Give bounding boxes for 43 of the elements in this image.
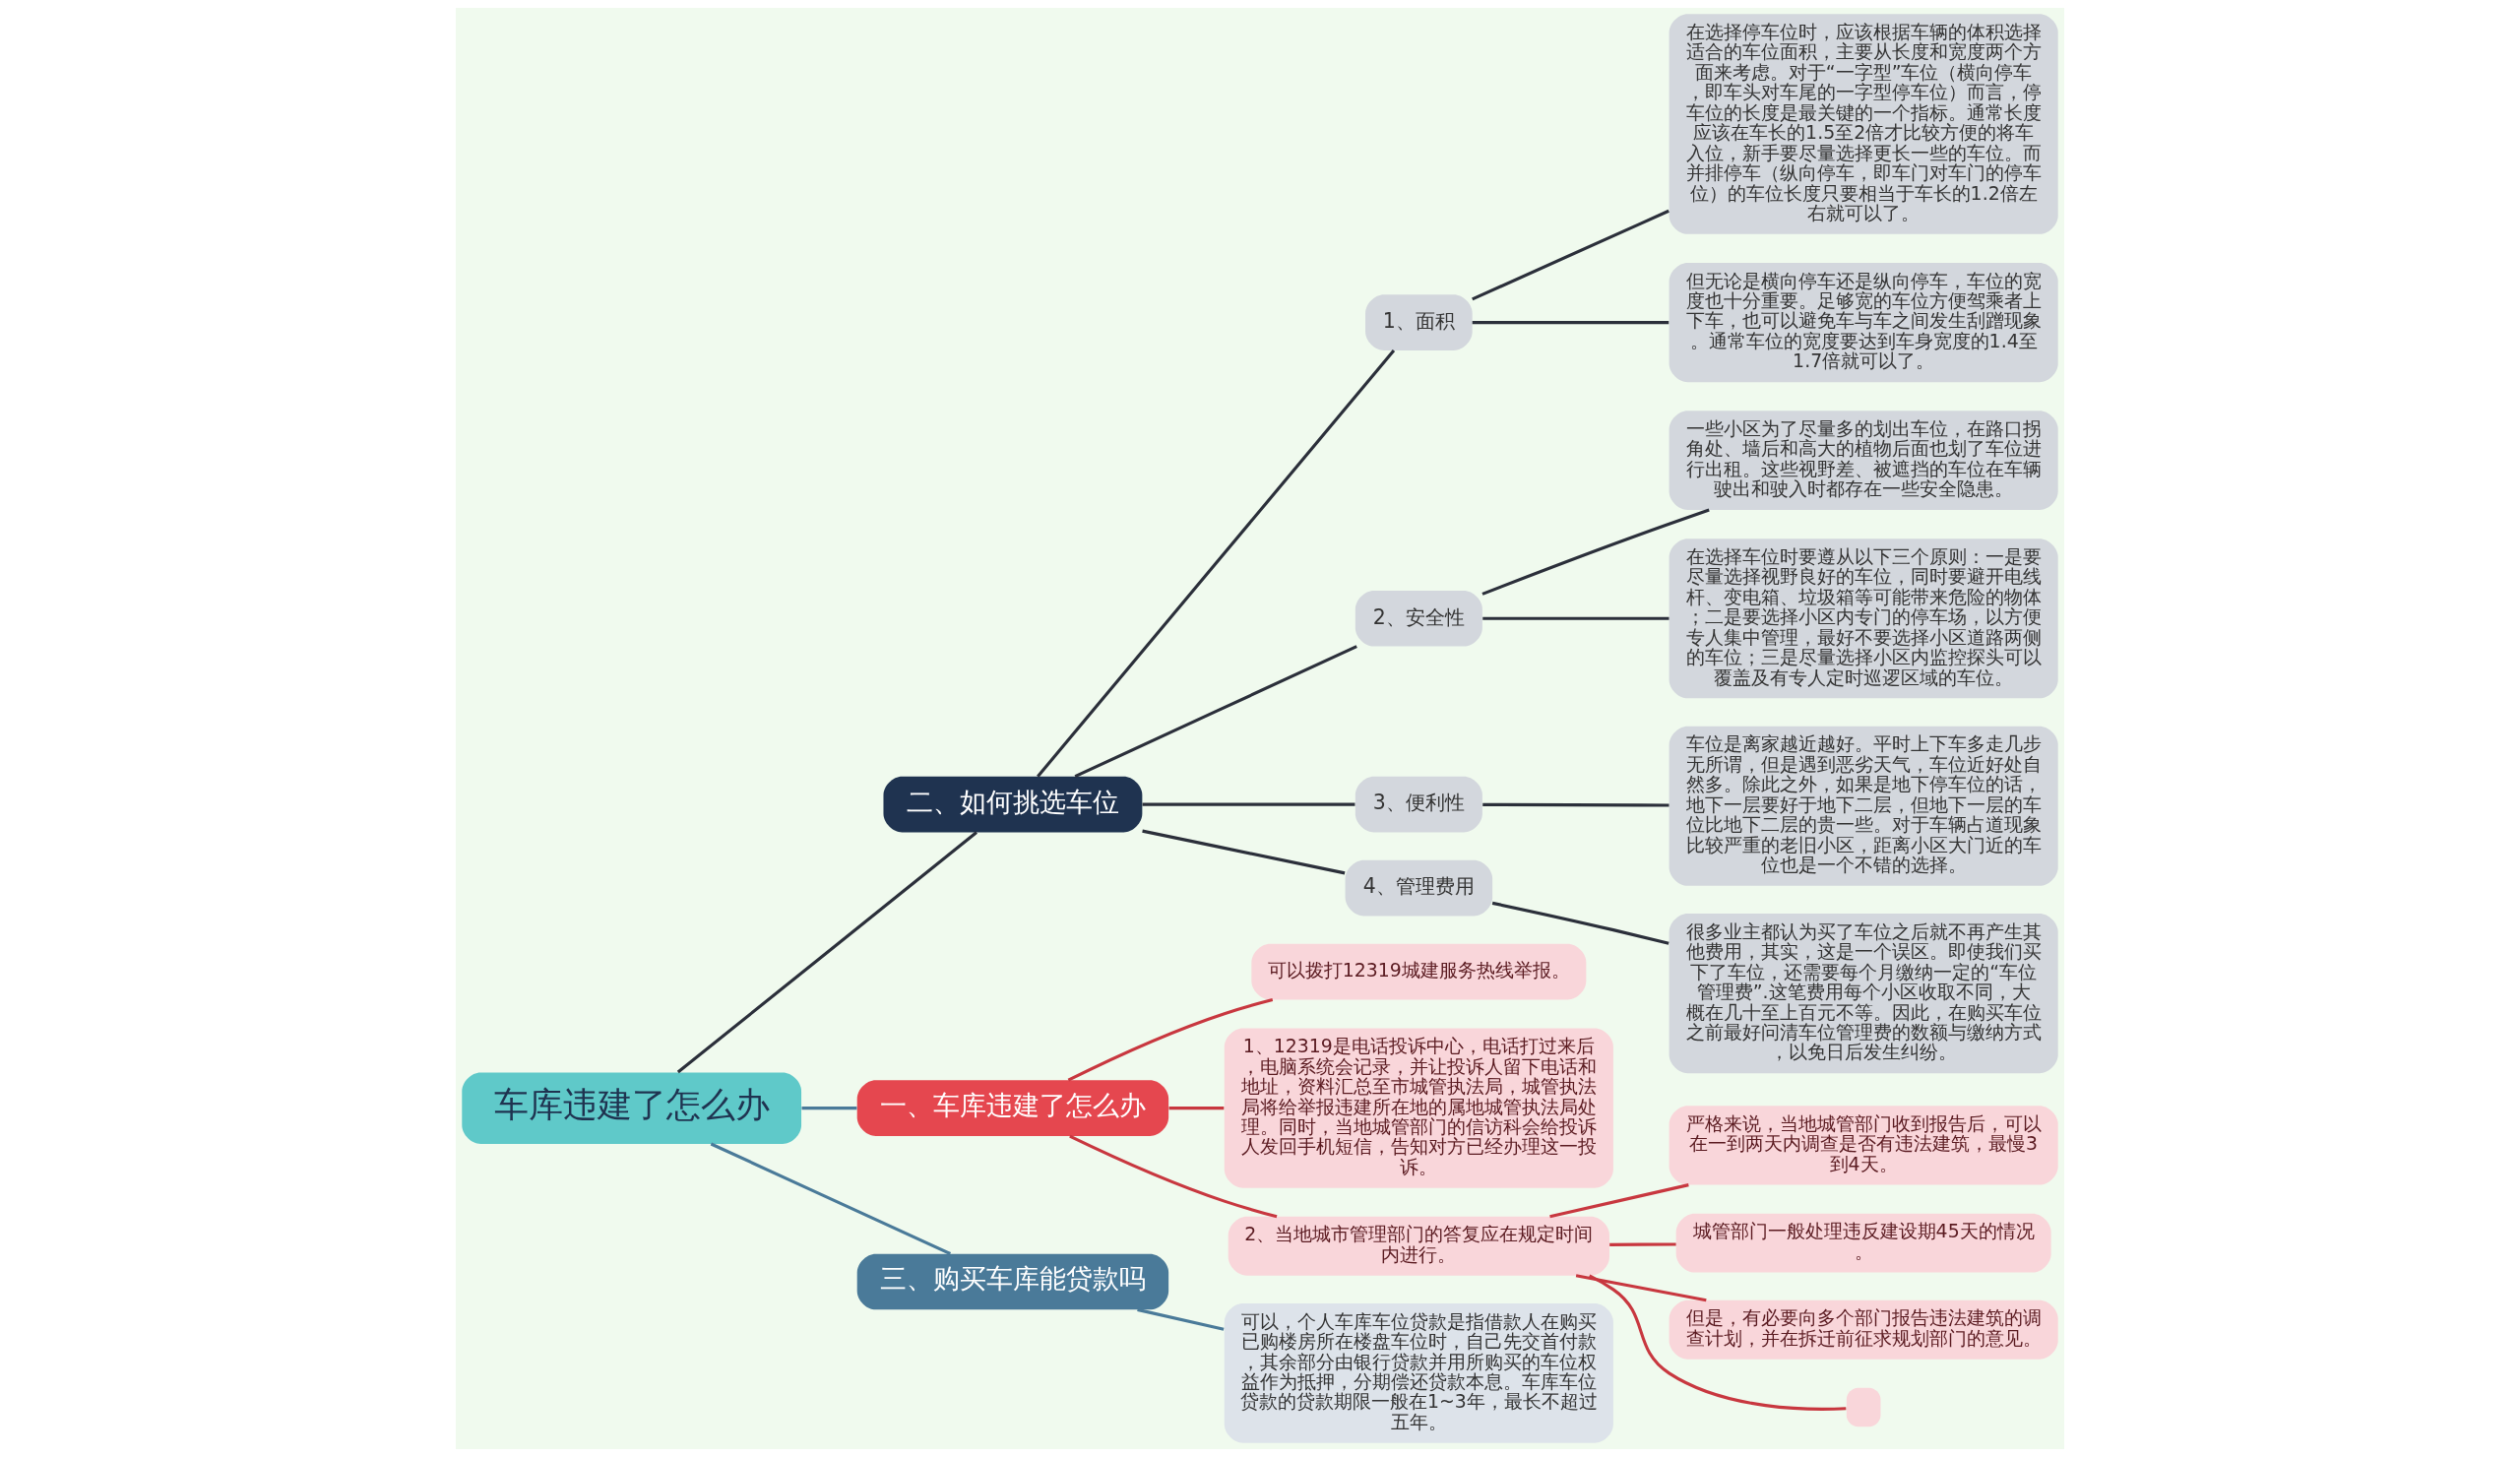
node-box: 城管部门一般处理违反建设期45天的情况。: [1675, 1213, 2051, 1273]
connector: [1482, 802, 1670, 807]
node-box: 在选择车位时要遵从以下三个原则：一是要尽量选择视野良好的车位，同时要避开电线杆、变电箱、垃圾箱等可能带来危险的物体；二是要选择小区内专门的停车场，以方便专人集中管理，最好不要选择小区道路两侧的车位；三是尽量选择小区内监控探头可以覆盖及有专人定时巡逻区域的车位。: [1669, 538, 2058, 699]
node-box: 在选择停车位时，应该根据车辆的体积选择适合的车位面积，主要从长度和宽度两个方面来考虑。对于“一字型”车位（横向停车，即车头对车尾的一字型停车位）而言，停车位的长度是最关键的一个指标。通常长度应该在车长的1.5至2倍才比较方便的将车入位，新手要尽量选择更长一些的车位。而并排停车（纵向停车，即车门对车门的停车位）的车位长度只要相当于车长的1.2倍左右就可以了。: [1669, 14, 2058, 234]
node-box: 3、便利性: [1354, 776, 1482, 833]
node-box: 一些小区为了尽量多的划出车位，在路口拐角处、墙后和高大的植物后面也划了车位进行出租。这些视野差、被遮挡的车位在车辆驶出和驶入时都存在一些安全隐患。: [1669, 411, 2058, 511]
connector: [1142, 829, 1346, 875]
connector: [1137, 1307, 1225, 1331]
connector: [1472, 321, 1670, 325]
connector: [1491, 901, 1670, 945]
node-box: 2、安全性: [1354, 590, 1482, 647]
node-box: 但无论是横向停车还是纵向停车，车位的宽度也十分重要。足够宽的车位方便驾乘者上下车，也可以避免车与车之间发生刮蹭现象。通常车位的宽度要达到车身宽度的1.4至1.7倍就可以了。: [1669, 262, 2058, 383]
connector: [1067, 997, 1274, 1082]
node-box: 1、面积: [1365, 294, 1473, 350]
node-box: 车库违建了怎么办: [462, 1072, 802, 1144]
connector: [1482, 616, 1670, 620]
node-box: 车位是离家越近越好。平时上下车多走几步无所谓，但是遇到恶劣天气，车位近好处自然多。除此之外，如果是地下停车位的话，地下一层要好于地下二层，但地下一层的车位比地下二层的贵一些。对于车辆占道现象比较严重的老旧小区，距离小区大门近的车位也是一个不错的选择。: [1669, 726, 2058, 886]
node-box: 三、购买车库能贷款吗: [856, 1253, 1169, 1310]
connector: [1481, 508, 1710, 596]
node-box: 很多业主都认为买了车位之后就不再产生其他费用，其实，这是一个误区。即使我们买下了车位，还需要每个月缴纳一定的“车位管理费”.这笔费用每个小区收取不同，大概在几十至上百元不等。因此，在购买车位之前最好问清车位管理费的数额与缴纳方式，以免日后发生纠纷。: [1669, 914, 2058, 1074]
connector: [1589, 1274, 1847, 1411]
connector: [1575, 1274, 1707, 1302]
connector: [710, 1142, 952, 1255]
node-box: 严格来说，当地城管部门收到报告后，可以在一到两天内调查是否有违法建筑，最慢3到4天。: [1669, 1106, 2058, 1185]
connector: [1069, 1134, 1278, 1219]
node-box: [1846, 1387, 1881, 1427]
connector: [1549, 1183, 1689, 1219]
node-box: 二、如何挑选车位: [883, 776, 1143, 833]
node-box: 可以拨打12319城建服务热线举报。: [1251, 943, 1587, 1000]
connector: [1037, 349, 1396, 778]
node-box: 2、当地城市管理部门的答复应在规定时间内进行。: [1228, 1216, 1609, 1276]
connector: [1142, 802, 1355, 806]
connector: [801, 1107, 857, 1110]
connector: [1472, 209, 1670, 301]
connector: [1168, 1107, 1225, 1110]
node-box: 1、12319是电话投诉中心，电话打过来后，电脑系统会记录，并让投诉人留下电话和地址，资料汇总至市城管执法局，城管执法局将给举报违建所在地的属地城管执法局处理。同时，当地城管部门的信访科会给投诉人发回手机短信，告知对方已经办理这一投诉。: [1224, 1028, 1613, 1188]
connector: [676, 831, 978, 1074]
node-box: 一、车库违建了怎么办: [856, 1080, 1169, 1136]
node-box: 4、管理费用: [1345, 859, 1493, 917]
node-box: 可以，个人车库车位贷款是指借款人在购买已购楼房所在楼盘车位时，自己先交首付款，其余部分由银行贷款并用所购买的车位权益作为抵押，分期偿还贷款本息。车库车位贷款的贷款期限一般在1~3年，最长不超过五年。: [1224, 1303, 1613, 1443]
node-box: 但是，有必要向多个部门报告违法建筑的调查计划，并在拆迁前征求规划部门的意见。: [1669, 1299, 2058, 1360]
connector: [1074, 645, 1357, 779]
connector: [1609, 1242, 1676, 1246]
